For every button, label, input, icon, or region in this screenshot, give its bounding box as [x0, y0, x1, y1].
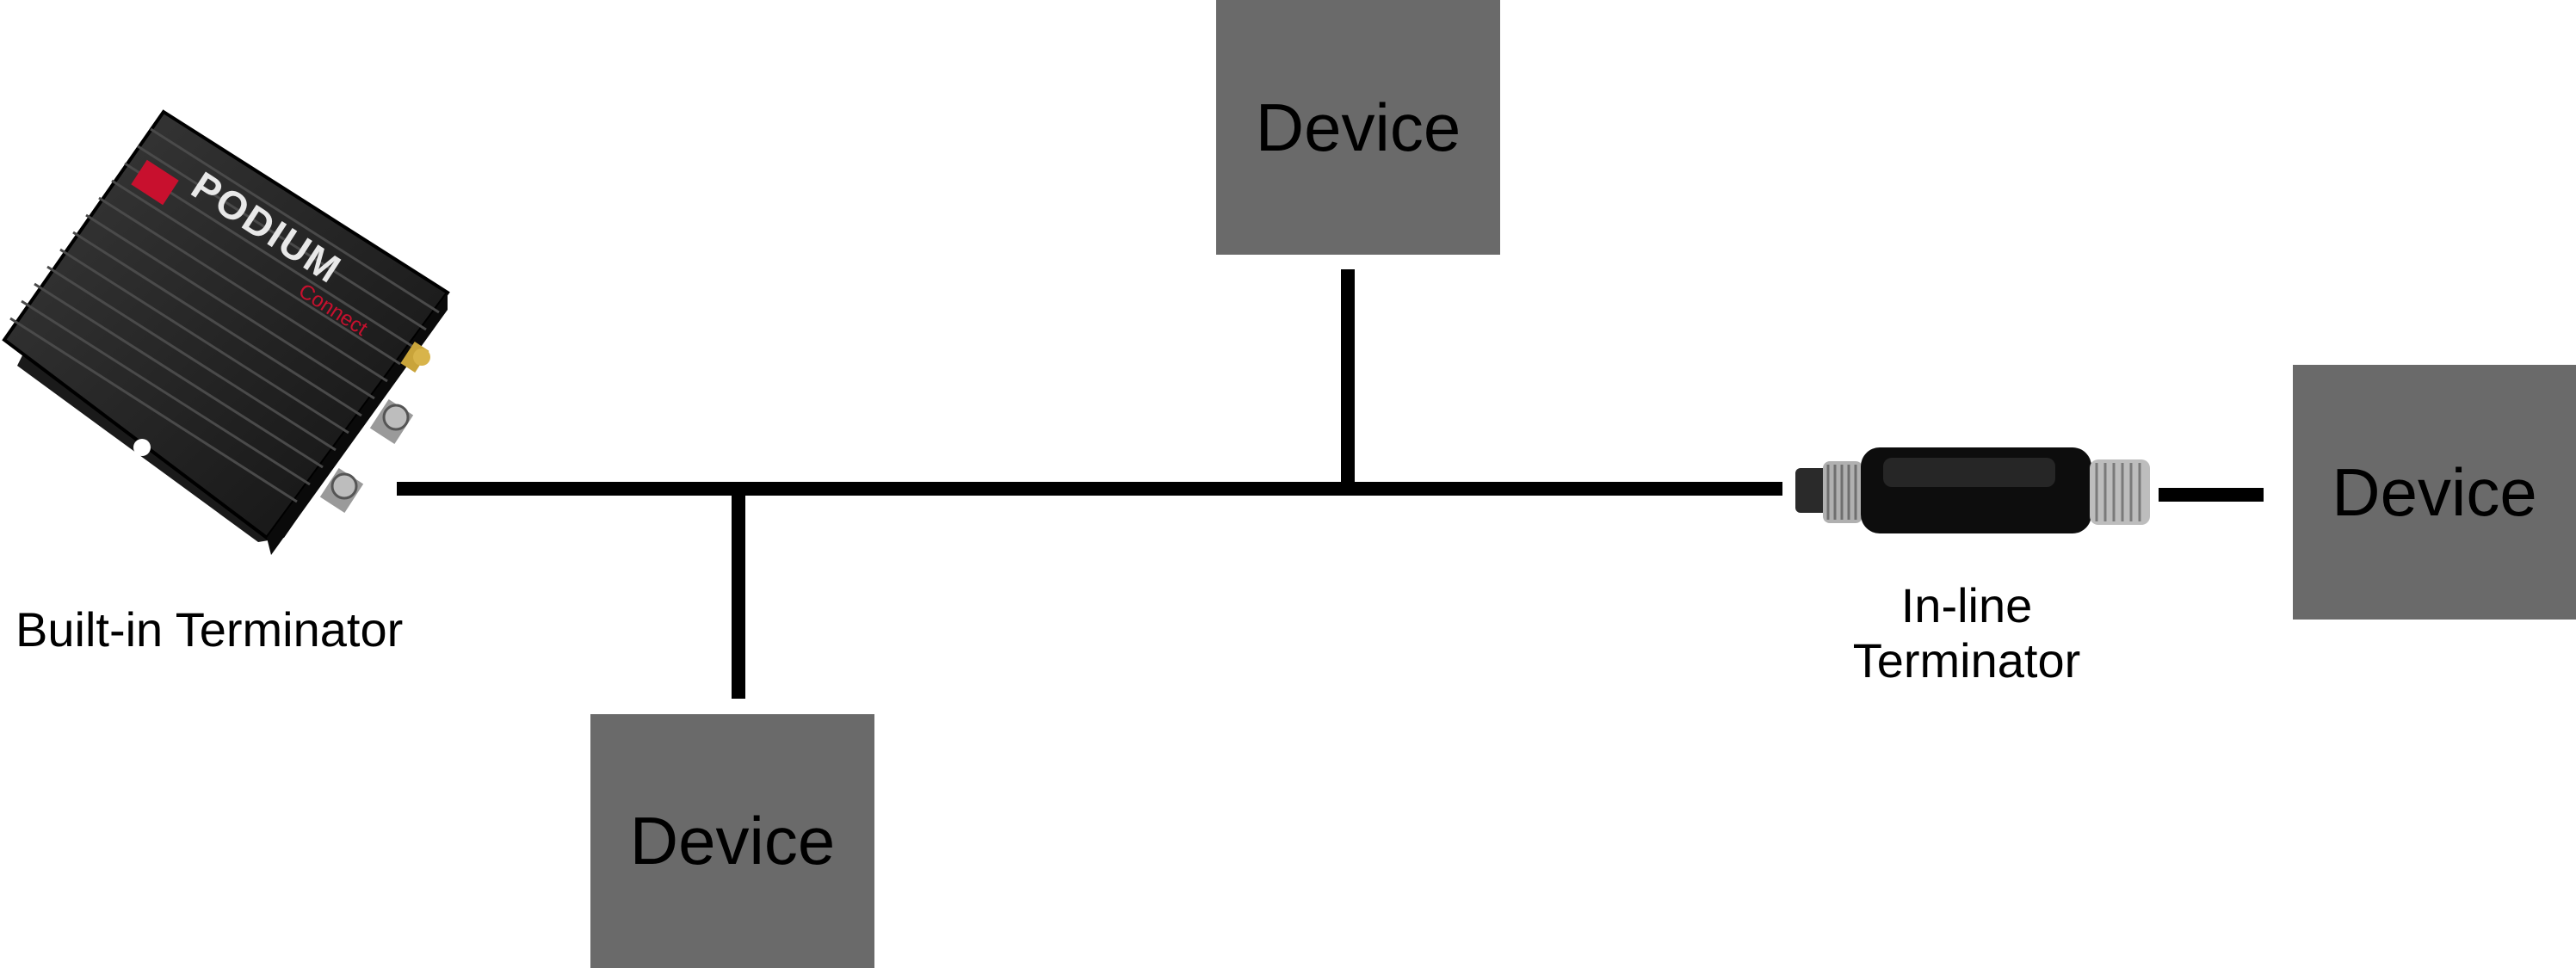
inline-terminator-label-line2: Terminator: [1852, 633, 2081, 687]
right-device-link-line: [2159, 488, 2264, 502]
inline-terminator-label: In-line Terminator: [1816, 578, 2117, 688]
device-bottom: Device: [590, 714, 874, 968]
device-top-label: Device: [1255, 89, 1461, 165]
device-bottom-label: Device: [629, 803, 836, 879]
inline-terminator-image: [1795, 447, 2150, 533]
main-bus-line: [397, 482, 1782, 496]
inline-terminator-label-line1: In-line: [1900, 578, 2033, 632]
bottom-device-drop-line: [732, 484, 745, 699]
top-device-drop-line: [1341, 269, 1355, 490]
device-right-label: Device: [2332, 453, 2537, 530]
device-right: Device: [2293, 365, 2576, 620]
podium-connect-controller-image: PODIUM Connect: [2, 109, 450, 555]
built-in-terminator-label: Built-in Terminator: [15, 602, 404, 657]
device-top: Device: [1216, 0, 1500, 255]
